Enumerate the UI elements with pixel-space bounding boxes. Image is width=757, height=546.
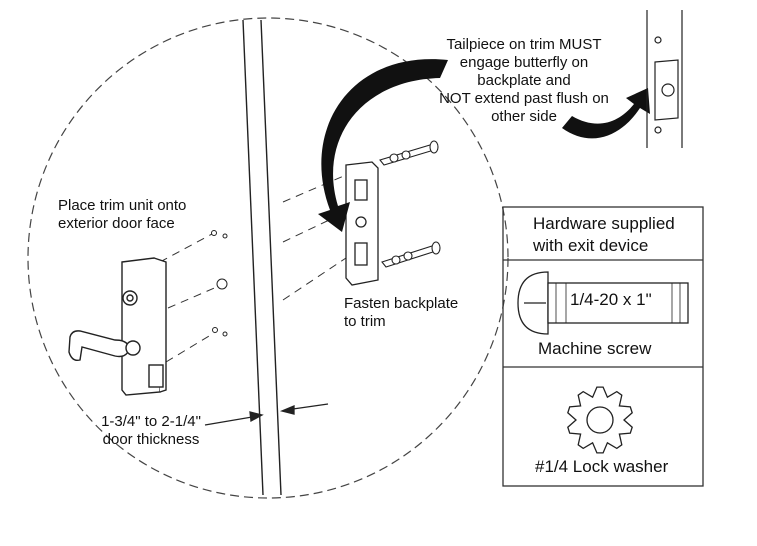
hardware-box-title: Hardware supplied with exit device (533, 213, 675, 257)
screw-size-label: 1/4-20 x 1" (570, 290, 652, 309)
trim-screws (211, 230, 228, 337)
hardware-title-line-1: Hardware supplied (533, 214, 675, 233)
lock-washer (567, 386, 633, 454)
backplate-bolts (379, 140, 441, 268)
thickness-line-1: 1-3/4" to 2-1/4" (101, 413, 201, 430)
tailpiece-line-2: engage butterfly on (459, 54, 589, 71)
fasten-callout: Fasten backplate to trim (344, 295, 458, 331)
hardware-title-line-2: with exit device (533, 236, 649, 255)
tailpiece-line-5: other side (491, 108, 557, 125)
place-trim-callout: Place trim unit onto exterior door face (58, 197, 186, 233)
machine-screw-label: Machine screw (538, 339, 652, 358)
fasten-line-1: Fasten backplate (344, 295, 459, 312)
tailpiece-callout: Tailpiece on trim MUST engage butterfly … (418, 36, 630, 126)
tailpiece-line-4: NOT extend past flush on (439, 90, 609, 107)
backplate (345, 161, 379, 286)
tailpiece-line-3: backplate and (477, 72, 571, 89)
tailpiece-line-1: Tailpiece on trim MUST (446, 36, 602, 53)
door-edge (242, 19, 282, 496)
tailpiece-arrow (318, 59, 448, 232)
detail-circle (27, 17, 509, 499)
fasten-line-2: to trim (344, 313, 386, 330)
flush-arrow (562, 88, 650, 139)
machine-screw (517, 271, 689, 335)
inset-detail (646, 10, 683, 148)
thickness-line-2: door thickness (102, 431, 200, 448)
thickness-callout: 1-3/4" to 2-1/4" door thickness (86, 413, 216, 449)
place-trim-line-1: Place trim unit onto (58, 197, 187, 214)
trim-unit (68, 257, 167, 396)
hardware-box (502, 206, 704, 487)
thickness-arrows (204, 403, 329, 426)
place-trim-line-2: exterior door face (58, 215, 175, 232)
lock-washer-label: #1/4 Lock washer (535, 457, 669, 476)
